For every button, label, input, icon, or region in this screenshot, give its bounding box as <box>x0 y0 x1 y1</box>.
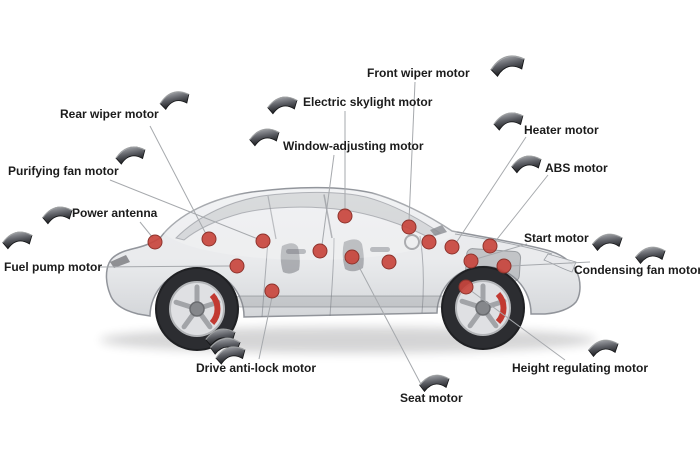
connector-line <box>258 296 273 360</box>
magnet-icon <box>40 204 75 226</box>
label-rear-wiper-motor: Rear wiper motor <box>60 107 159 121</box>
label-abs-motor: ABS motor <box>545 161 608 175</box>
motor-location-dot <box>312 243 328 259</box>
label-front-wiper-motor: Front wiper motor <box>367 66 470 80</box>
motor-location-dot <box>344 249 360 265</box>
motor-location-dot <box>444 239 460 255</box>
motor-location-dot <box>147 234 163 250</box>
magnet-icon <box>417 372 451 393</box>
magnet-icon <box>265 94 300 116</box>
label-window-adjusting-motor: Window-adjusting motor <box>283 139 424 153</box>
label-power-antenna: Power antenna <box>72 206 158 220</box>
label-heater-motor: Heater motor <box>524 123 599 137</box>
magnet-icon <box>0 229 35 251</box>
connector-line <box>493 174 549 244</box>
label-height-regulating-motor: Height regulating motor <box>512 361 648 375</box>
magnet-icon <box>491 109 526 132</box>
connector-line <box>455 136 527 244</box>
magnet-icon <box>157 88 192 111</box>
label-seat-motor: Seat motor <box>400 391 463 405</box>
connector-line <box>109 179 259 240</box>
front-wheel <box>442 267 524 349</box>
connector-line <box>469 289 566 361</box>
motor-location-dot <box>401 219 417 235</box>
motor-location-dot <box>482 238 498 254</box>
connector-line <box>509 261 591 267</box>
label-condensing-fan-motor: Condensing fan motor <box>574 263 700 277</box>
connector-line <box>99 265 231 268</box>
motor-location-dot <box>421 234 437 250</box>
motor-dots <box>147 208 512 299</box>
magnet-icon <box>633 244 667 265</box>
motor-location-dot <box>458 279 474 295</box>
magnet-icon <box>247 126 282 148</box>
connector-line <box>149 125 207 235</box>
motor-location-dot <box>496 258 512 274</box>
motor-location-dot <box>381 254 397 270</box>
connector-line <box>139 221 154 239</box>
magnet-icon <box>590 231 624 252</box>
connector-line <box>408 81 416 222</box>
connector-lines <box>99 81 591 391</box>
label-purifying-fan-motor: Purifying fan motor <box>8 164 119 178</box>
connector-line <box>321 154 335 246</box>
magnet-icon <box>509 153 544 175</box>
motor-location-dot <box>201 231 217 247</box>
magnet-icon <box>113 143 148 166</box>
motor-location-dot <box>463 253 479 269</box>
connector-line <box>475 243 528 260</box>
label-start-motor: Start motor <box>524 231 589 245</box>
connector-line <box>356 262 425 391</box>
motor-location-dot <box>337 208 353 224</box>
motor-location-dot <box>255 233 271 249</box>
motor-location-dot <box>264 283 280 299</box>
label-drive-anti-lock-motor: Drive anti-lock motor <box>196 361 317 375</box>
label-fuel-pump-motor: Fuel pump motor <box>4 260 102 274</box>
label-electric-skylight-motor: Electric skylight motor <box>303 95 433 109</box>
motor-location-dot <box>229 258 245 274</box>
magnet-icon <box>488 52 528 79</box>
